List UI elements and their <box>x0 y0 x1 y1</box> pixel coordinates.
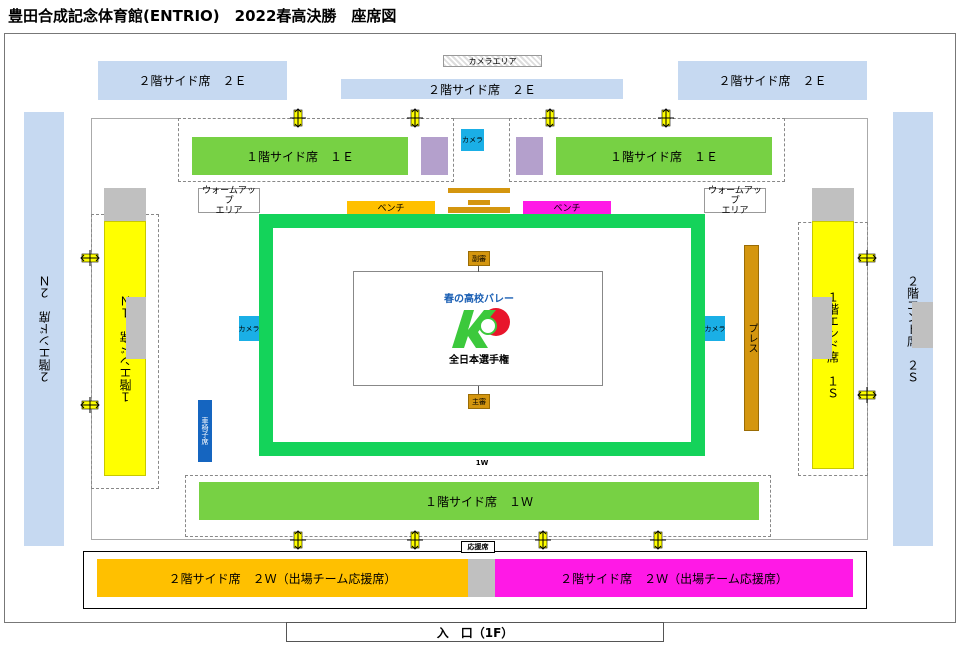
seat-2w-right[interactable]: ２階サイド席 ２Ｗ（出場チーム応援席） <box>495 559 853 597</box>
stair-icon-left-2 <box>80 397 100 413</box>
scorer-table-bottom <box>448 207 510 213</box>
stair-icon-top-2 <box>407 108 423 128</box>
stair-icon-left-1 <box>80 250 100 266</box>
block-purple-left <box>421 137 448 175</box>
camera-top: カメラ <box>461 129 484 151</box>
logo-top-text: 春の高校バレー <box>444 293 514 305</box>
seat-2w-left[interactable]: ２階サイド席 ２Ｗ（出場チーム応援席） <box>97 559 468 597</box>
seat-1w[interactable]: １階サイド席 １Ｗ <box>199 482 759 520</box>
seat-2e-right[interactable]: ２階サイド席 ２Ｅ <box>678 61 867 100</box>
seat-2e-center[interactable]: ２階サイド席 ２Ｅ <box>341 79 623 99</box>
page-title: 豊田合成記念体育館(ENTRIO) 2022春高決勝 座席図 <box>8 7 397 25</box>
stair-icon-bottom-2 <box>407 530 423 550</box>
camera-right: カメラ <box>705 316 726 341</box>
press-label: プレス <box>746 323 757 353</box>
stair-icon-top-4 <box>658 108 674 128</box>
scorer-table-mid <box>468 200 490 205</box>
warmup-area-right: ウォームアップ エリア <box>704 186 766 216</box>
cheer-label: 応援席 <box>461 541 495 553</box>
camera-area: カメラエリア <box>443 55 542 67</box>
seat-2n-label: ２階エンド席 ２Ｎ <box>37 275 52 383</box>
stair-icon-top-1 <box>290 108 306 128</box>
seat-2n[interactable]: ２階エンド席 ２Ｎ <box>24 112 64 546</box>
logo-bottom-text: 全日本選手権 <box>449 354 509 366</box>
stair-icon-right-2 <box>857 387 877 403</box>
stair-icon-bottom-1 <box>290 530 306 550</box>
seat-1n-aisle <box>126 297 146 359</box>
referee-line-top <box>478 266 479 272</box>
main-referee: 主審 <box>468 394 490 409</box>
seat-2w-aisle <box>468 559 495 597</box>
seat-1s-aisle <box>812 297 832 359</box>
seat-2e-left[interactable]: ２階サイド席 ２Ｅ <box>98 61 287 100</box>
press-area: プレス <box>744 245 759 431</box>
stair-icon-bottom-3 <box>535 530 551 550</box>
stair-icon-top-3 <box>542 108 558 128</box>
seat-1e-right[interactable]: １階サイド席 １Ｅ <box>556 137 772 175</box>
seat-1s-top-block <box>812 188 854 221</box>
court-boundary <box>259 214 705 456</box>
bench-left: ベンチ <box>347 201 435 214</box>
stair-icon-right-1 <box>857 250 877 266</box>
referee-line-bottom <box>478 386 479 394</box>
scorer-table-top <box>448 188 510 193</box>
court-w-label: 1W <box>475 459 489 467</box>
stair-icon-bottom-4 <box>650 530 666 550</box>
warmup-area-left: ウォームアップ エリア <box>198 186 260 216</box>
vice-referee: 副審 <box>468 251 490 266</box>
seat-1n-top-block <box>104 188 146 221</box>
block-purple-right <box>516 137 543 175</box>
entrance: 入 口（1F） <box>286 622 664 642</box>
zone-1w <box>185 475 771 537</box>
bench-right: ベンチ <box>523 201 611 214</box>
wheelchair-label: 車椅子席 <box>201 417 209 445</box>
seat-1e-left[interactable]: １階サイド席 １Ｅ <box>192 137 408 175</box>
wheelchair-seat[interactable]: 車椅子席 <box>198 400 212 462</box>
seat-2s-aisle <box>912 302 933 348</box>
camera-left: カメラ <box>239 316 260 341</box>
spring-volleyball-logo-icon <box>452 308 510 348</box>
